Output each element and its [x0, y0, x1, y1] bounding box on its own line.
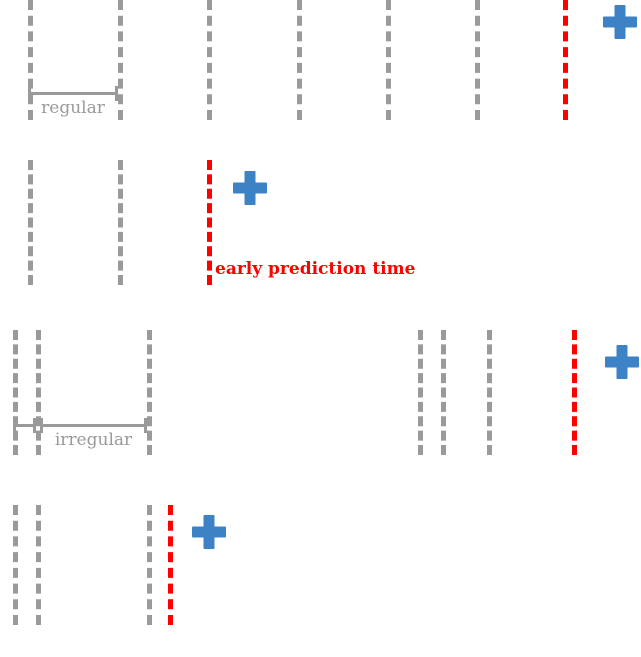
arrow-tail-cap — [594, 192, 597, 204]
bracket-cap-right — [115, 86, 118, 101]
event-line — [118, 160, 123, 285]
event-line — [36, 330, 41, 455]
arrow-tail-cap — [593, 527, 596, 539]
event-line — [28, 160, 33, 285]
observation-plus-marker — [192, 515, 226, 549]
arrow-head-icon — [607, 528, 615, 538]
plus-vertical-bar — [618, 180, 630, 216]
interval-label: regular — [41, 98, 105, 118]
plus-vertical-bar — [203, 515, 215, 549]
arrow-head-icon — [608, 193, 616, 203]
early-prediction-line — [168, 505, 173, 625]
event-line — [475, 0, 480, 120]
observation-plus-marker — [603, 5, 637, 39]
plus-vertical-bar — [614, 5, 626, 39]
bracket-cap-left — [13, 418, 16, 433]
target-plus-marker — [606, 180, 641, 216]
target-plus-marker — [605, 515, 641, 551]
plus-vertical-bar — [617, 515, 629, 551]
event-line — [36, 505, 41, 625]
observation-plus-marker — [233, 171, 267, 205]
event-line — [297, 0, 302, 120]
event-line — [386, 0, 391, 120]
arrow-shaft — [593, 531, 611, 535]
event-line — [487, 330, 492, 455]
early-prediction-line — [563, 0, 568, 120]
event-line — [28, 0, 33, 120]
event-line — [441, 330, 446, 455]
bracket-cap-right — [33, 418, 36, 433]
early-prediction-time-label: early prediction time — [215, 259, 416, 279]
target-pointer-arrow — [594, 192, 616, 204]
plus-vertical-bar — [616, 345, 628, 379]
interval-label: irregular — [54, 430, 133, 450]
early-prediction-line — [207, 160, 212, 285]
bracket-cap-left — [40, 418, 43, 433]
event-line — [13, 505, 18, 625]
event-line — [147, 505, 152, 625]
event-line — [207, 0, 212, 120]
bracket-rule — [13, 424, 36, 427]
bracket-rule — [28, 92, 118, 95]
plus-vertical-bar — [244, 171, 256, 205]
event-line — [147, 330, 152, 455]
target-pointer-arrow — [593, 527, 615, 539]
bracket-rule — [40, 424, 147, 427]
observation-plus-marker — [605, 345, 639, 379]
bracket-cap-right — [144, 418, 147, 433]
arrow-shaft — [594, 196, 612, 200]
event-line — [418, 330, 423, 455]
bracket-cap-left — [28, 86, 31, 101]
early-prediction-line — [572, 330, 577, 455]
event-line — [13, 330, 18, 455]
event-line — [118, 0, 123, 120]
